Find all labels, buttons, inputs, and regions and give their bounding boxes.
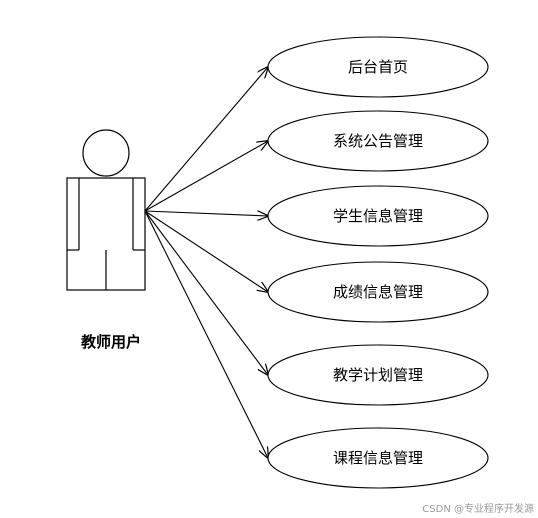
- use-case-6-label: 课程信息管理: [333, 449, 423, 467]
- actor-label: 教师用户: [80, 333, 141, 351]
- use-cases: 后台首页 系统公告管理 学生信息管理 成绩信息管理 教学计划管理 课程信息管理: [267, 36, 489, 489]
- use-case-1: 后台首页: [267, 36, 489, 98]
- arrow-to-use-case-4: [144, 210, 268, 292]
- use-case-2: 系统公告管理: [267, 110, 489, 172]
- use-case-5: 教学计划管理: [267, 344, 489, 406]
- arrow-to-use-case-5: [144, 210, 268, 375]
- arrow-to-use-case-6: [144, 210, 268, 458]
- arrow-to-use-case-1: [144, 67, 268, 212]
- use-case-6: 课程信息管理: [267, 427, 489, 489]
- actor-head: [82, 129, 130, 177]
- use-case-4-label: 成绩信息管理: [333, 283, 423, 301]
- use-case-5-label: 教学计划管理: [333, 366, 423, 384]
- actor-figure: [66, 129, 146, 291]
- arrow-to-use-case-3: [144, 210, 268, 216]
- use-case-2-label: 系统公告管理: [333, 132, 423, 150]
- use-case-4: 成绩信息管理: [267, 261, 489, 323]
- watermark: CSDN @专业程序开发源: [422, 504, 534, 515]
- association-arrows: [144, 67, 268, 458]
- arrow-to-use-case-2: [144, 141, 268, 212]
- use-case-3-label: 学生信息管理: [333, 207, 423, 225]
- use-case-1-label: 后台首页: [348, 58, 408, 76]
- use-case-3: 学生信息管理: [267, 185, 489, 247]
